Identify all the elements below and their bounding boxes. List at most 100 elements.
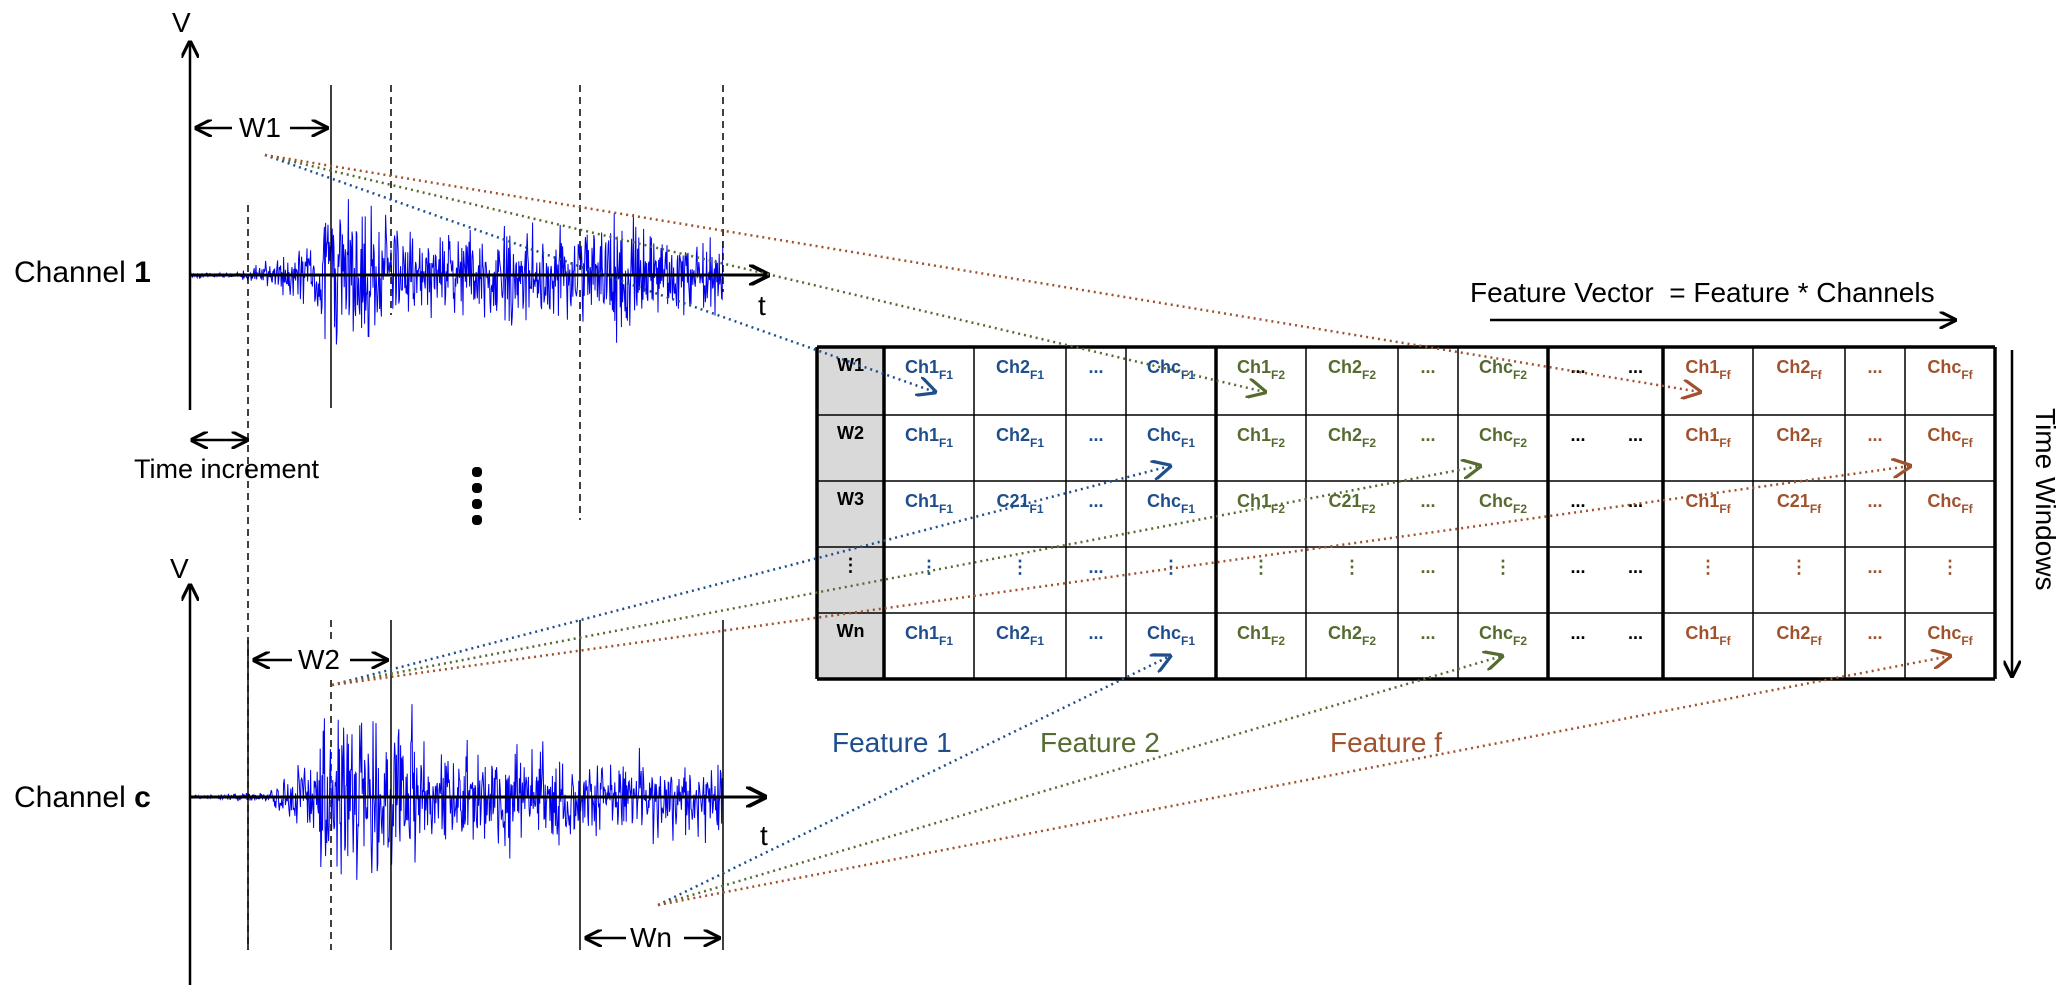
table-cell: ChcF2 — [1479, 623, 1527, 648]
table-cell: ChcFf — [1927, 425, 1973, 450]
wn-featuref-arrow — [657, 656, 1950, 907]
v-label-c: V — [170, 553, 189, 584]
channel-1-label: Channel 1 — [14, 256, 151, 289]
table-cell: ... — [1867, 623, 1882, 643]
table-cell: ... — [1088, 425, 1103, 445]
table-cell: Ch2F2 — [1328, 357, 1376, 382]
feature-table: W1W2W3⋮WnCh1F1Ch1F1Ch1F1⋮Ch1F1Ch2F1Ch2F1… — [815, 345, 1997, 681]
w1-featuref-arrow — [264, 153, 1700, 392]
table-cell: ⋮ — [1343, 557, 1361, 577]
table-cell: ChcF2 — [1479, 357, 1527, 382]
row-header: ⋮ — [842, 555, 860, 575]
w2-feature1-arrow — [331, 466, 1170, 687]
time-windows-label: Time Windows — [2030, 408, 2061, 591]
table-cell: ... — [1628, 557, 1643, 577]
channel-1-plot: V t Channel 1 W1 Time increment — [14, 7, 768, 484]
table-cell: Ch1F1 — [905, 425, 953, 450]
table-cell: ChcFf — [1927, 491, 1973, 516]
table-cell: ... — [1628, 623, 1643, 643]
table-cell: ⋮ — [1011, 557, 1029, 577]
table-cell: ... — [1088, 491, 1103, 511]
table-cell: ... — [1867, 425, 1882, 445]
table-cell: Ch2Ff — [1776, 357, 1822, 382]
channel-ellipsis — [472, 467, 482, 525]
table-cell: ... — [1420, 425, 1435, 445]
table-cell: Ch1Ff — [1685, 491, 1731, 516]
table-cell: ... — [1628, 425, 1643, 445]
table-cell: Ch1F1 — [905, 491, 953, 516]
table-cell: C21Ff — [1777, 491, 1822, 516]
table-cell: ... — [1570, 557, 1585, 577]
channel-c-signal — [189, 704, 724, 880]
table-cell: Ch2Ff — [1776, 425, 1822, 450]
table-cell: ... — [1420, 357, 1435, 377]
feature-vector-label: Feature Vector = Feature * Channels — [1470, 277, 1935, 308]
table-cell: Ch1F2 — [1237, 491, 1285, 516]
row-header: W3 — [837, 489, 864, 509]
channel-c-plot: V t Channel c W2 Wn — [14, 553, 768, 985]
table-cell: Ch1Ff — [1685, 425, 1731, 450]
table-cell: C21F1 — [996, 491, 1043, 516]
row-header: W2 — [837, 423, 864, 443]
table-cell: ⋮ — [1494, 557, 1512, 577]
table-cell: ... — [1570, 491, 1585, 511]
channel-1-label-prefix: Channel — [14, 256, 134, 289]
table-cell: ... — [1867, 357, 1882, 377]
w1-feature1-arrow — [264, 153, 935, 392]
table-cell: Ch1F2 — [1237, 425, 1285, 450]
table-cell: ... — [1867, 491, 1882, 511]
table-cell: ⋮ — [1699, 557, 1717, 577]
table-cell: Ch2F2 — [1328, 623, 1376, 648]
channel-1-label-number: 1 — [134, 256, 151, 289]
table-cell: C21F2 — [1328, 491, 1375, 516]
table-cell: ... — [1420, 491, 1435, 511]
time-increment-label: Time increment — [134, 454, 320, 484]
w2-feature2-arrow — [331, 466, 1480, 687]
table-cell: ... — [1088, 623, 1103, 643]
table-cell: ... — [1867, 557, 1882, 577]
feature-1-label: Feature 1 — [832, 727, 952, 758]
w1-label: W1 — [239, 112, 281, 143]
table-cell: ⋮ — [920, 557, 938, 577]
table-cell: Ch2F1 — [996, 425, 1044, 450]
wn-feature1-arrow — [657, 656, 1170, 907]
table-cell: ⋮ — [1252, 557, 1270, 577]
v-label-1: V — [172, 7, 191, 38]
table-cell: ChcF1 — [1147, 425, 1195, 450]
table-cell: Ch1F1 — [905, 357, 953, 382]
channel-c-label: Channel c — [14, 781, 151, 814]
table-cell: ... — [1088, 557, 1103, 577]
table-cell: ChcF1 — [1147, 623, 1195, 648]
channel-1-signal — [189, 199, 724, 345]
t-label-1: t — [758, 290, 766, 321]
w2-featuref-arrow — [331, 466, 1910, 687]
table-cell: ... — [1420, 557, 1435, 577]
table-cell: ... — [1570, 623, 1585, 643]
table-cell: Ch1Ff — [1685, 357, 1731, 382]
channel-c-label-prefix: Channel — [14, 781, 134, 814]
table-cell: ... — [1628, 357, 1643, 377]
channel-c-label-number: c — [134, 781, 151, 814]
table-cell: Ch1Ff — [1685, 623, 1731, 648]
table-cell: ⋮ — [1790, 557, 1808, 577]
feature-f-label: Feature f — [1330, 727, 1442, 758]
wn-feature2-arrow — [657, 656, 1502, 907]
table-cell: Ch2F1 — [996, 357, 1044, 382]
t-label-c: t — [760, 820, 768, 851]
mapping-arrows — [264, 153, 1950, 907]
table-cell: ... — [1420, 623, 1435, 643]
table-cell: Ch1F2 — [1237, 357, 1285, 382]
table-cell: ... — [1570, 425, 1585, 445]
table-cell: ... — [1088, 357, 1103, 377]
table-cell: Ch2F1 — [996, 623, 1044, 648]
table-cell: Ch1F2 — [1237, 623, 1285, 648]
table-cell: ChcFf — [1927, 357, 1973, 382]
table-cell: ChcF2 — [1479, 425, 1527, 450]
table-cell: ⋮ — [1162, 557, 1180, 577]
table-cell: ... — [1628, 491, 1643, 511]
table-cell: Ch1F1 — [905, 623, 953, 648]
table-cell: Ch2F2 — [1328, 425, 1376, 450]
table-cell: ChcF1 — [1147, 491, 1195, 516]
table-cell: ... — [1570, 357, 1585, 377]
